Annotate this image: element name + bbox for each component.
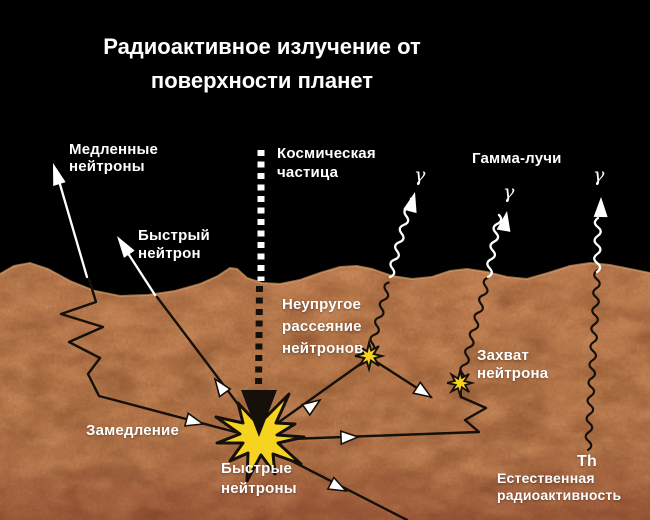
neutron-capture-spark bbox=[446, 370, 473, 396]
slow-neutron-ray bbox=[55, 172, 89, 279]
label-fast-neutrons: Быстрые нейтроны bbox=[221, 460, 297, 497]
label-cosmic-particle: Космическая частица bbox=[277, 145, 376, 181]
moderation-zigzag bbox=[59, 277, 260, 440]
label-natural-radioactivity: Естественная радиоактивность bbox=[497, 470, 622, 503]
gamma-ray-3 bbox=[593, 216, 602, 274]
gamma-ray-2 bbox=[486, 213, 503, 279]
gamma-symbol-3: γ bbox=[593, 164, 605, 186]
cosmic-ray-dashes-below bbox=[255, 285, 263, 389]
gamma-squiggle-underground-2 bbox=[458, 276, 490, 384]
label-moderation: Замедление bbox=[86, 422, 179, 439]
cosmic-ray-impact-arrowhead bbox=[241, 390, 277, 437]
label-inelastic-scattering: Неупругое рассеяние нейтронов bbox=[282, 296, 364, 357]
surface-highlight bbox=[0, 261, 650, 298]
label-neutron-capture: Захват нейтрона bbox=[477, 347, 549, 382]
gamma-ray-1 bbox=[388, 197, 414, 279]
gamma-symbol-2: γ bbox=[503, 181, 515, 203]
gamma-squiggle-underground-1 bbox=[368, 281, 390, 354]
label-thorium: Th bbox=[577, 453, 597, 470]
label-slow-neutrons: Медленные нейтроны bbox=[69, 141, 159, 175]
thorium-gamma-squiggle-underground bbox=[584, 269, 601, 452]
explosion-starburst bbox=[214, 391, 306, 483]
page-title: Радиоактивное излучение от поверхности п… bbox=[103, 34, 421, 93]
cosmic-ray-dashed-arrow bbox=[255, 150, 265, 389]
label-fast-neutron: Быстрый нейтрон bbox=[138, 227, 210, 262]
label-gamma-rays: Гамма-лучи bbox=[472, 150, 562, 167]
gamma-symbol-1: γ bbox=[414, 164, 426, 186]
track-to-inelastic-scatter bbox=[270, 358, 368, 429]
